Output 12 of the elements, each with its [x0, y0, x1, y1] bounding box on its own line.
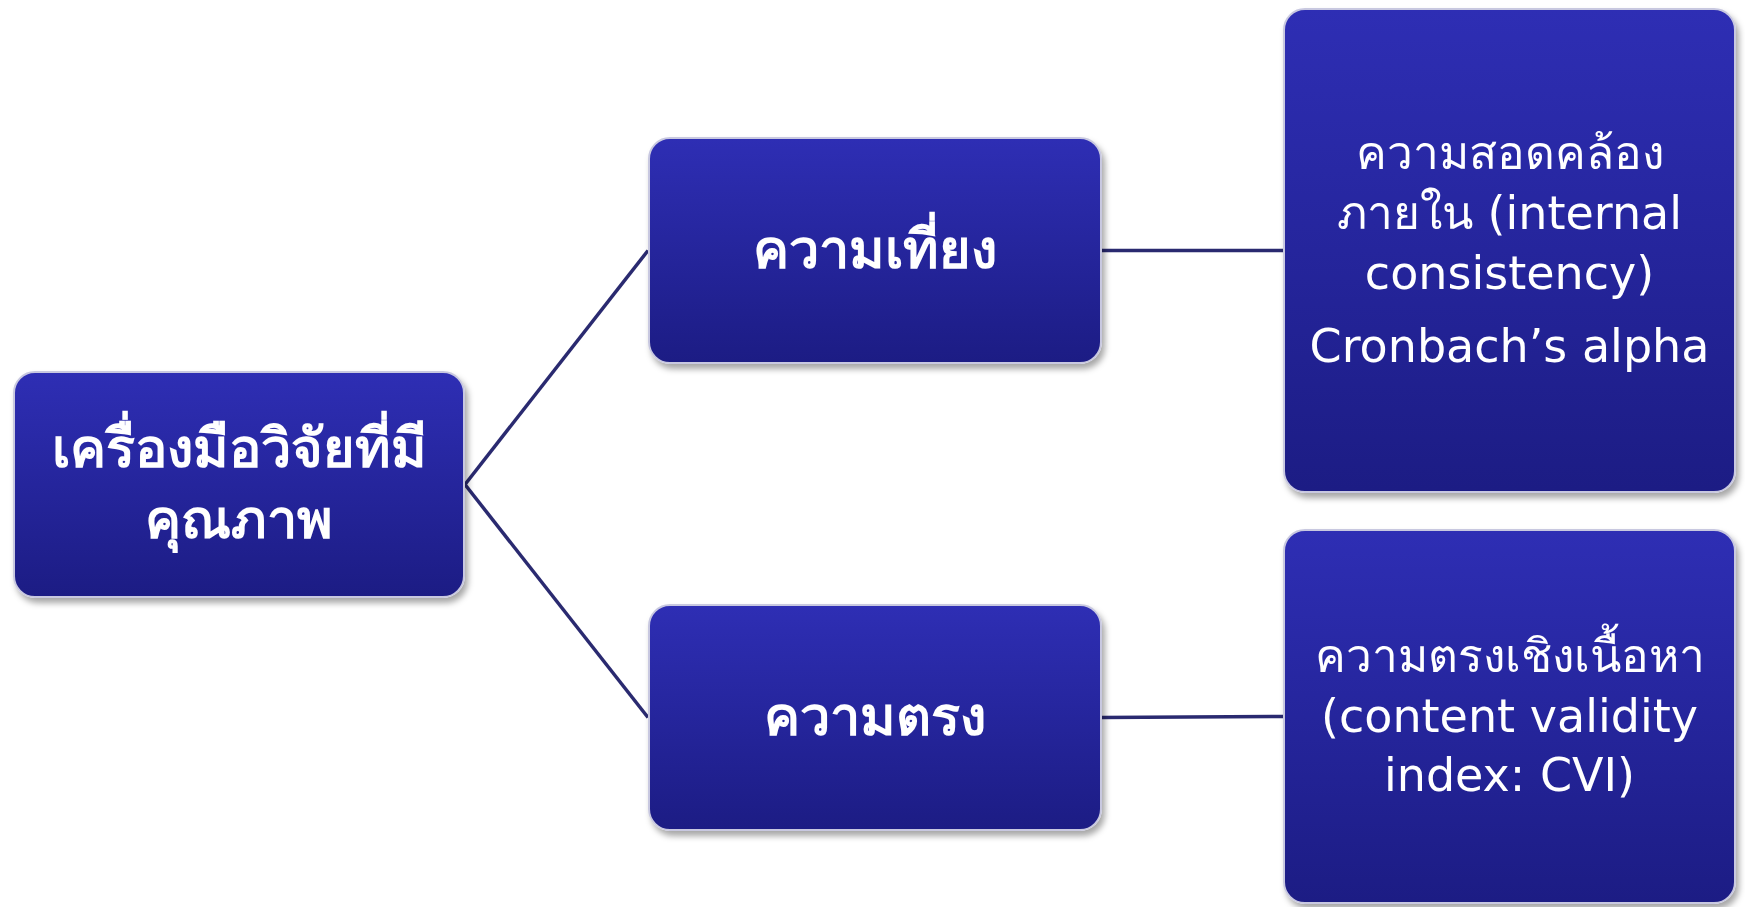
- process-box: [1283, 529, 1736, 904]
- process-box: [1283, 8, 1736, 493]
- connector-line: [463, 483, 650, 719]
- connector-line: [463, 249, 650, 486]
- process-box: [648, 604, 1102, 831]
- process-box: [13, 371, 465, 598]
- connector-line: [1102, 714, 1283, 720]
- box-text: Cronbach’s alpha: [1309, 318, 1710, 376]
- process-box: [648, 137, 1102, 364]
- box-text: ความสอดคล้องภายใน (internal consistency): [1335, 124, 1684, 302]
- connector-line: [1102, 248, 1283, 253]
- box-text: ความตรง: [764, 684, 986, 751]
